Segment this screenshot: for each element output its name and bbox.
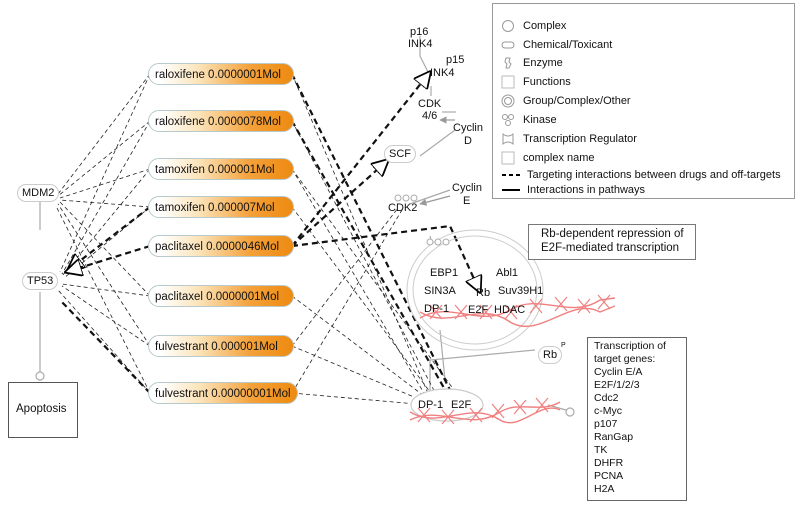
transcription-line: Cdc2: [594, 392, 619, 404]
label-sin3a: SIN3A: [424, 285, 456, 297]
kinase-icon: [502, 114, 514, 126]
drug-fulvestrant-high: fulvestrant 0.000001Mol: [148, 335, 294, 357]
node-scf: SCF: [384, 145, 416, 163]
label-p16: p16: [410, 26, 429, 38]
apoptosis-box: Apoptosis: [8, 382, 78, 438]
apoptosis-label: Apoptosis: [16, 403, 67, 415]
legend-label: complex name: [523, 152, 595, 164]
square-icon: [501, 75, 515, 89]
transcription-line: Cyclin E/A: [594, 366, 643, 378]
dna-strand-top: [419, 294, 616, 328]
transcription-line: p107: [594, 418, 618, 430]
chemical-icon: [501, 41, 515, 49]
label-rb: Rb: [476, 287, 491, 299]
legend-label: Kinase: [523, 114, 557, 126]
transcription-regulator-icon: [502, 132, 514, 146]
drug-paclitaxel-low: paclitaxel 0.0000001Mol: [148, 285, 294, 307]
legend-label: Enzyme: [523, 57, 563, 69]
transcription-line: c-Myc: [594, 405, 622, 417]
legend-label: Transcription Regulator: [523, 133, 637, 145]
square-icon: [501, 151, 515, 165]
transcription-line: target genes:: [594, 353, 656, 365]
label-cyclin-e: Cyclin: [452, 182, 482, 194]
transcription-line: DHFR: [594, 457, 624, 469]
label-p15: p15: [446, 54, 465, 66]
transcription-line: E2F/1/2/3: [594, 379, 640, 391]
drug-paclitaxel-high: paclitaxel 0.0000046Mol: [148, 235, 294, 257]
label-ebp1: EBP1: [430, 267, 459, 279]
drug-tamoxifen-low: tamoxifen 0.000001Mol: [148, 158, 294, 180]
label-cdk46: CDK: [418, 98, 442, 110]
label-e2f-bottom: E2F: [451, 399, 472, 411]
rb-dependent-line2: E2F-mediated transcription: [541, 242, 680, 254]
label-abl1: Abl1: [496, 267, 519, 279]
drug-raloxifene-high: raloxifene 0.0000078Mol: [148, 110, 294, 132]
label-p16-ink4: INK4: [408, 38, 433, 50]
label-cyclin-d: Cyclin: [453, 122, 483, 134]
label-suv39h1: Suv39H1: [498, 285, 544, 297]
rb-dependent-line1: Rb-dependent repression of: [541, 228, 684, 240]
dashed-line-icon: [502, 174, 520, 176]
node-tp53: TP53: [22, 272, 59, 290]
transcription-line: H2A: [594, 483, 615, 495]
legend-label: Chemical/Toxicant: [523, 39, 613, 51]
transcription-line: RanGap: [594, 431, 634, 443]
legend-label: Complex: [523, 20, 567, 32]
transcription-line: PCNA: [594, 470, 624, 482]
transcription-line: Transcription of: [594, 340, 666, 352]
legend-label: Targeting interactions between drugs and…: [527, 169, 781, 181]
drug-fulvestrant-low: fulvestrant 0.00000001Mol: [148, 382, 298, 404]
drug-raloxifene-low: raloxifene 0.0000001Mol: [148, 63, 294, 85]
legend-label: Group/Complex/Other: [523, 95, 631, 107]
label-dp1-top: DP-1: [424, 303, 450, 315]
label-phospho: P: [561, 342, 566, 349]
enzyme-icon: [504, 57, 512, 69]
double-circle-icon: [501, 94, 515, 108]
legend-label: Interactions in pathways: [527, 184, 646, 196]
solid-line-icon: [502, 189, 520, 191]
label-cyclin-e-sub: E: [463, 195, 471, 207]
circle-icon: [502, 20, 514, 32]
label-cdk2: CDK2: [388, 202, 418, 214]
label-cyclin-d-sub: D: [464, 135, 472, 147]
label-cdk46-sub: 4/6: [422, 110, 438, 122]
transcription-box: Transcription of target genes: Cyclin E/…: [587, 337, 687, 501]
dna-strand-bottom: [409, 397, 561, 425]
legend-label: Functions: [523, 76, 571, 88]
rb-dependent-box: Rb-dependent repression of E2F-mediated …: [528, 224, 696, 260]
label-hdac: HDAC: [494, 304, 526, 316]
label-p15-ink4: INK4: [430, 67, 455, 79]
node-rb-phospho: Rb: [538, 346, 563, 364]
label-e2f-top: E2F: [468, 304, 489, 316]
node-mdm2: MDM2: [17, 184, 60, 202]
label-dp1-bottom: DP-1: [418, 399, 444, 411]
transcription-line: TK: [594, 444, 608, 456]
legend: Complex Chemical/Toxicant Enzyme Functio…: [492, 3, 795, 199]
drug-tamoxifen-high: tamoxifen 0.000007Mol: [148, 196, 294, 218]
